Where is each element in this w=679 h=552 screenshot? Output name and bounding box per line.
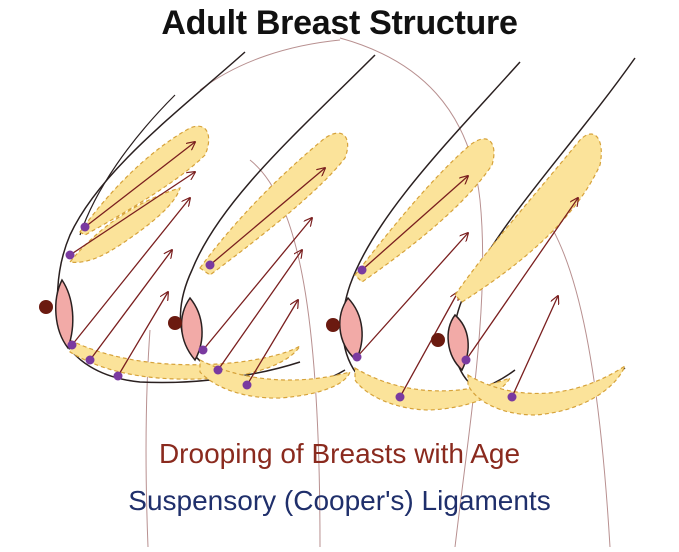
gland-lower xyxy=(69,339,301,380)
diagram-title: Adult Breast Structure xyxy=(161,4,518,42)
gland-lower xyxy=(199,359,351,399)
guide-line xyxy=(339,37,484,548)
ligament-arrow xyxy=(117,292,168,377)
caption-drooping: Drooping of Breasts with Age xyxy=(158,438,521,469)
ligament-arrow xyxy=(217,250,302,371)
ligament-arrow xyxy=(202,218,312,351)
gland-lower xyxy=(467,364,627,416)
ligament-arrow xyxy=(84,142,195,228)
attachment-dot xyxy=(113,371,123,381)
ligament-arrow xyxy=(69,172,195,256)
ligaments xyxy=(465,198,578,398)
attachment-dots xyxy=(352,265,405,402)
ligaments xyxy=(69,142,195,377)
gland-lower xyxy=(354,366,512,411)
ligament-arrow xyxy=(356,233,468,358)
attachment-dot xyxy=(80,222,90,232)
stage-1-youngest xyxy=(39,51,301,384)
areola xyxy=(447,313,469,372)
attachment-dot xyxy=(85,355,95,365)
ligament-arrow xyxy=(246,300,298,386)
attachment-dot xyxy=(242,380,252,390)
nipple xyxy=(168,316,182,330)
areola xyxy=(180,296,203,362)
attachment-dot xyxy=(352,352,362,362)
nipple xyxy=(431,333,445,347)
guide-line xyxy=(539,209,611,548)
attachment-dot xyxy=(395,392,405,402)
areola xyxy=(339,296,363,362)
attachment-dot xyxy=(213,365,223,375)
skin-outline xyxy=(341,61,521,403)
attachment-dots xyxy=(65,222,123,381)
ligaments xyxy=(202,168,325,386)
guide-line xyxy=(249,159,321,548)
ligament-arrow xyxy=(209,168,325,266)
attachment-dots xyxy=(198,260,252,390)
attachment-dot xyxy=(461,355,471,365)
nipple xyxy=(326,318,340,332)
gland-middle xyxy=(68,187,181,263)
stage-3 xyxy=(326,61,521,411)
attachment-dots xyxy=(461,355,517,402)
stage-2 xyxy=(168,54,376,399)
gland-upper xyxy=(454,133,602,303)
stage-4-oldest xyxy=(431,57,636,416)
guide-line xyxy=(199,39,341,91)
caption-ligaments: Suspensory (Cooper's) Ligaments xyxy=(128,485,551,516)
attachment-dot xyxy=(65,250,75,260)
areola xyxy=(55,278,74,350)
nipple xyxy=(39,300,53,314)
gland-upper xyxy=(199,132,349,276)
attachment-dot xyxy=(205,260,215,270)
ligament-arrow xyxy=(71,198,190,346)
ligament-arrow xyxy=(361,176,468,271)
attachment-dot xyxy=(357,265,367,275)
attachment-dot xyxy=(507,392,517,402)
gland-upper xyxy=(354,138,495,283)
ligament-arrow xyxy=(89,250,172,361)
ligament-arrow xyxy=(399,292,458,398)
attachment-dot xyxy=(67,340,77,350)
guide-line xyxy=(145,329,151,548)
attachment-dot xyxy=(198,345,208,355)
ligament-arrow xyxy=(465,198,578,361)
ligaments xyxy=(356,176,468,398)
ligament-arrow xyxy=(511,296,558,398)
chest-wall-line xyxy=(79,94,176,236)
body-guide-lines xyxy=(145,37,611,548)
